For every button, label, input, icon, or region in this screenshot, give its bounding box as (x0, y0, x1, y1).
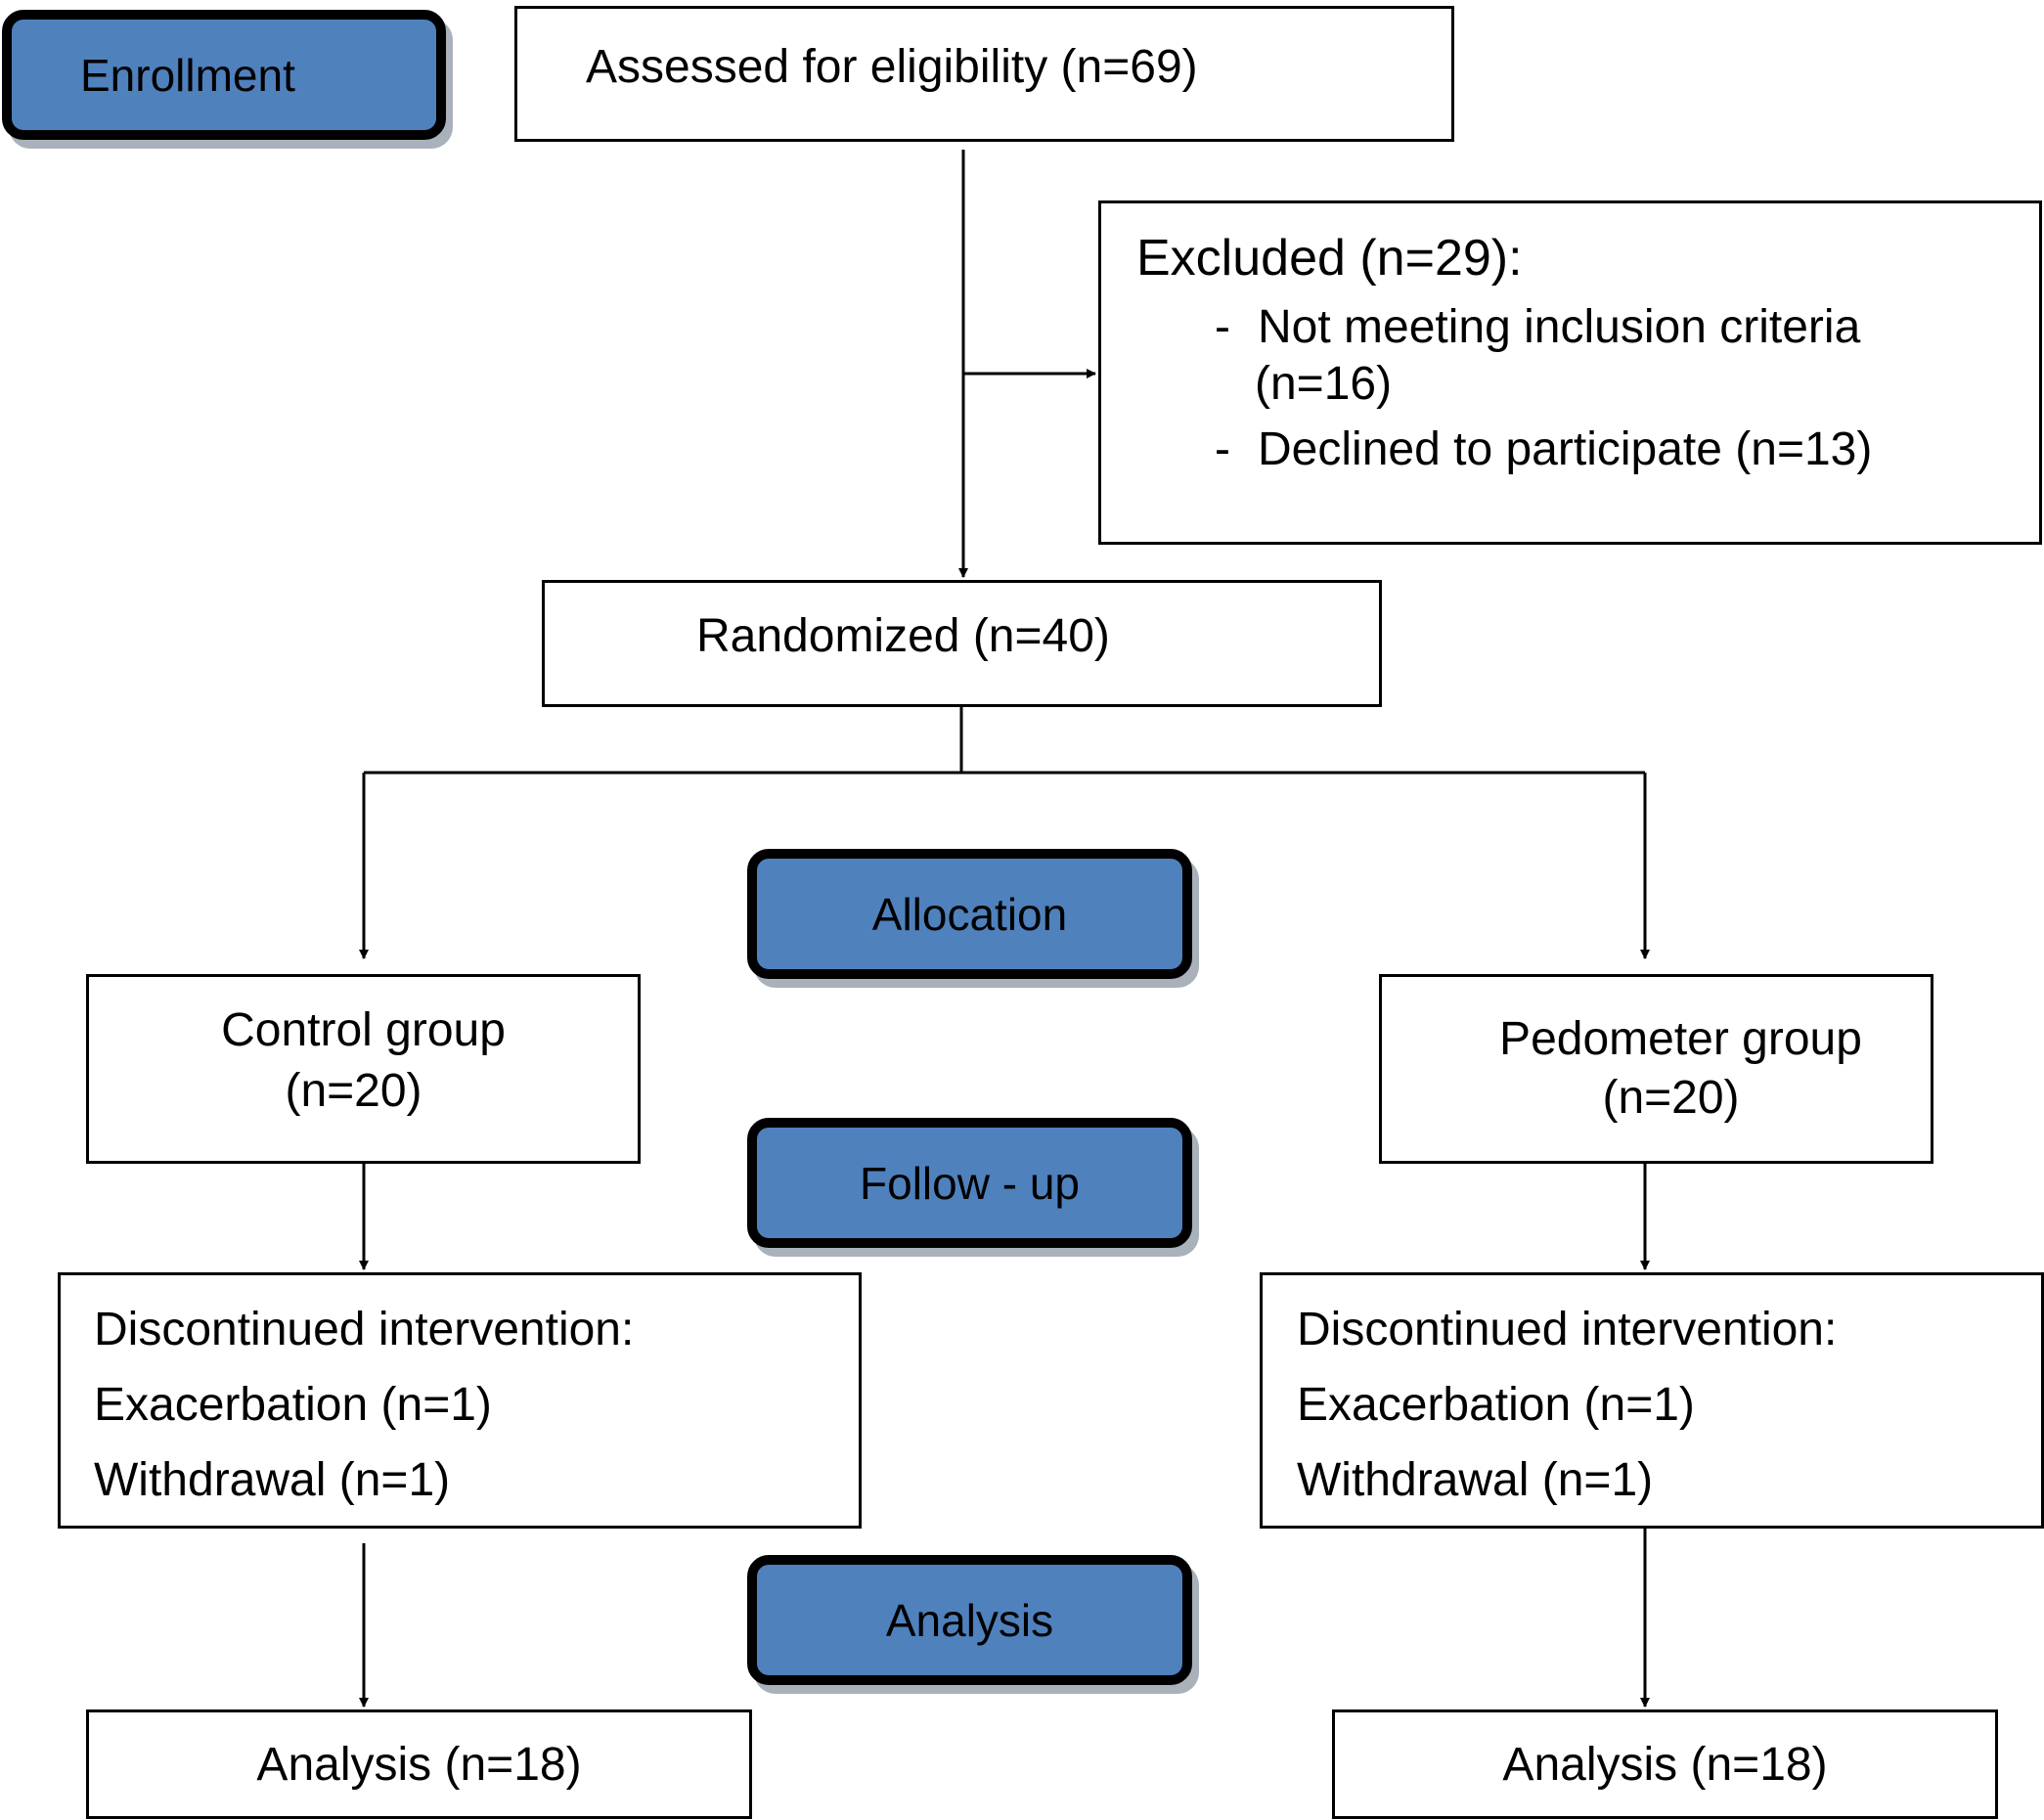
stage-analysis: Analysis (747, 1555, 1192, 1685)
control-withdrawal: Withdrawal (n=1) (94, 1454, 451, 1506)
excluded-item-1-line-2: (n=16) (1255, 358, 1393, 410)
control-group-name: Control group (221, 1004, 506, 1056)
excluded-item-2-line-1: Declined to participate (n=13) (1258, 423, 1873, 475)
excluded-box: Excluded (n=29): - Not meeting inclusion… (1098, 200, 2042, 545)
control-discontinued-box: Discontinued intervention: Exacerbation … (58, 1272, 862, 1529)
excluded-bullet-1: - (1215, 301, 1230, 353)
stage-follow-up: Follow - up (747, 1118, 1192, 1248)
pedometer-group-box: Pedometer group (n=20) (1379, 974, 1933, 1164)
randomized-text: Randomized (n=40) (696, 610, 1110, 662)
control-group-n: (n=20) (285, 1065, 422, 1117)
assessed-text: Assessed for eligibility (n=69) (586, 41, 1198, 93)
pedometer-group-name: Pedometer group (1499, 1013, 1862, 1065)
pedometer-analysis-box: Analysis (n=18) (1332, 1709, 1998, 1819)
control-discontinued-title: Discontinued intervention: (94, 1304, 635, 1355)
pedometer-discontinued-title: Discontinued intervention: (1297, 1304, 1838, 1355)
control-analysis-text: Analysis (n=18) (256, 1739, 582, 1791)
pedometer-analysis-text: Analysis (n=18) (1502, 1739, 1828, 1791)
stage-analysis-label: Analysis (885, 1594, 1054, 1646)
stage-enrollment-label: Enrollment (80, 49, 295, 101)
control-exacerbation: Exacerbation (n=1) (94, 1379, 492, 1431)
stage-enrollment: Enrollment (2, 10, 446, 140)
pedometer-group-n: (n=20) (1602, 1072, 1740, 1124)
randomized-box: Randomized (n=40) (542, 580, 1382, 707)
stage-follow-up-label: Follow - up (860, 1157, 1080, 1209)
pedometer-exacerbation: Exacerbation (n=1) (1297, 1379, 1695, 1431)
pedometer-discontinued-box: Discontinued intervention: Exacerbation … (1260, 1272, 2044, 1529)
assessed-box: Assessed for eligibility (n=69) (514, 6, 1454, 142)
stage-allocation: Allocation (747, 849, 1192, 979)
control-analysis-box: Analysis (n=18) (86, 1709, 752, 1819)
excluded-item-1-line-1: Not meeting inclusion criteria (1258, 301, 1861, 353)
excluded-bullet-2: - (1215, 423, 1230, 475)
excluded-title: Excluded (n=29): (1136, 230, 1523, 287)
stage-allocation-label: Allocation (871, 888, 1068, 940)
pedometer-withdrawal: Withdrawal (n=1) (1297, 1454, 1654, 1506)
control-group-box: Control group (n=20) (86, 974, 641, 1164)
